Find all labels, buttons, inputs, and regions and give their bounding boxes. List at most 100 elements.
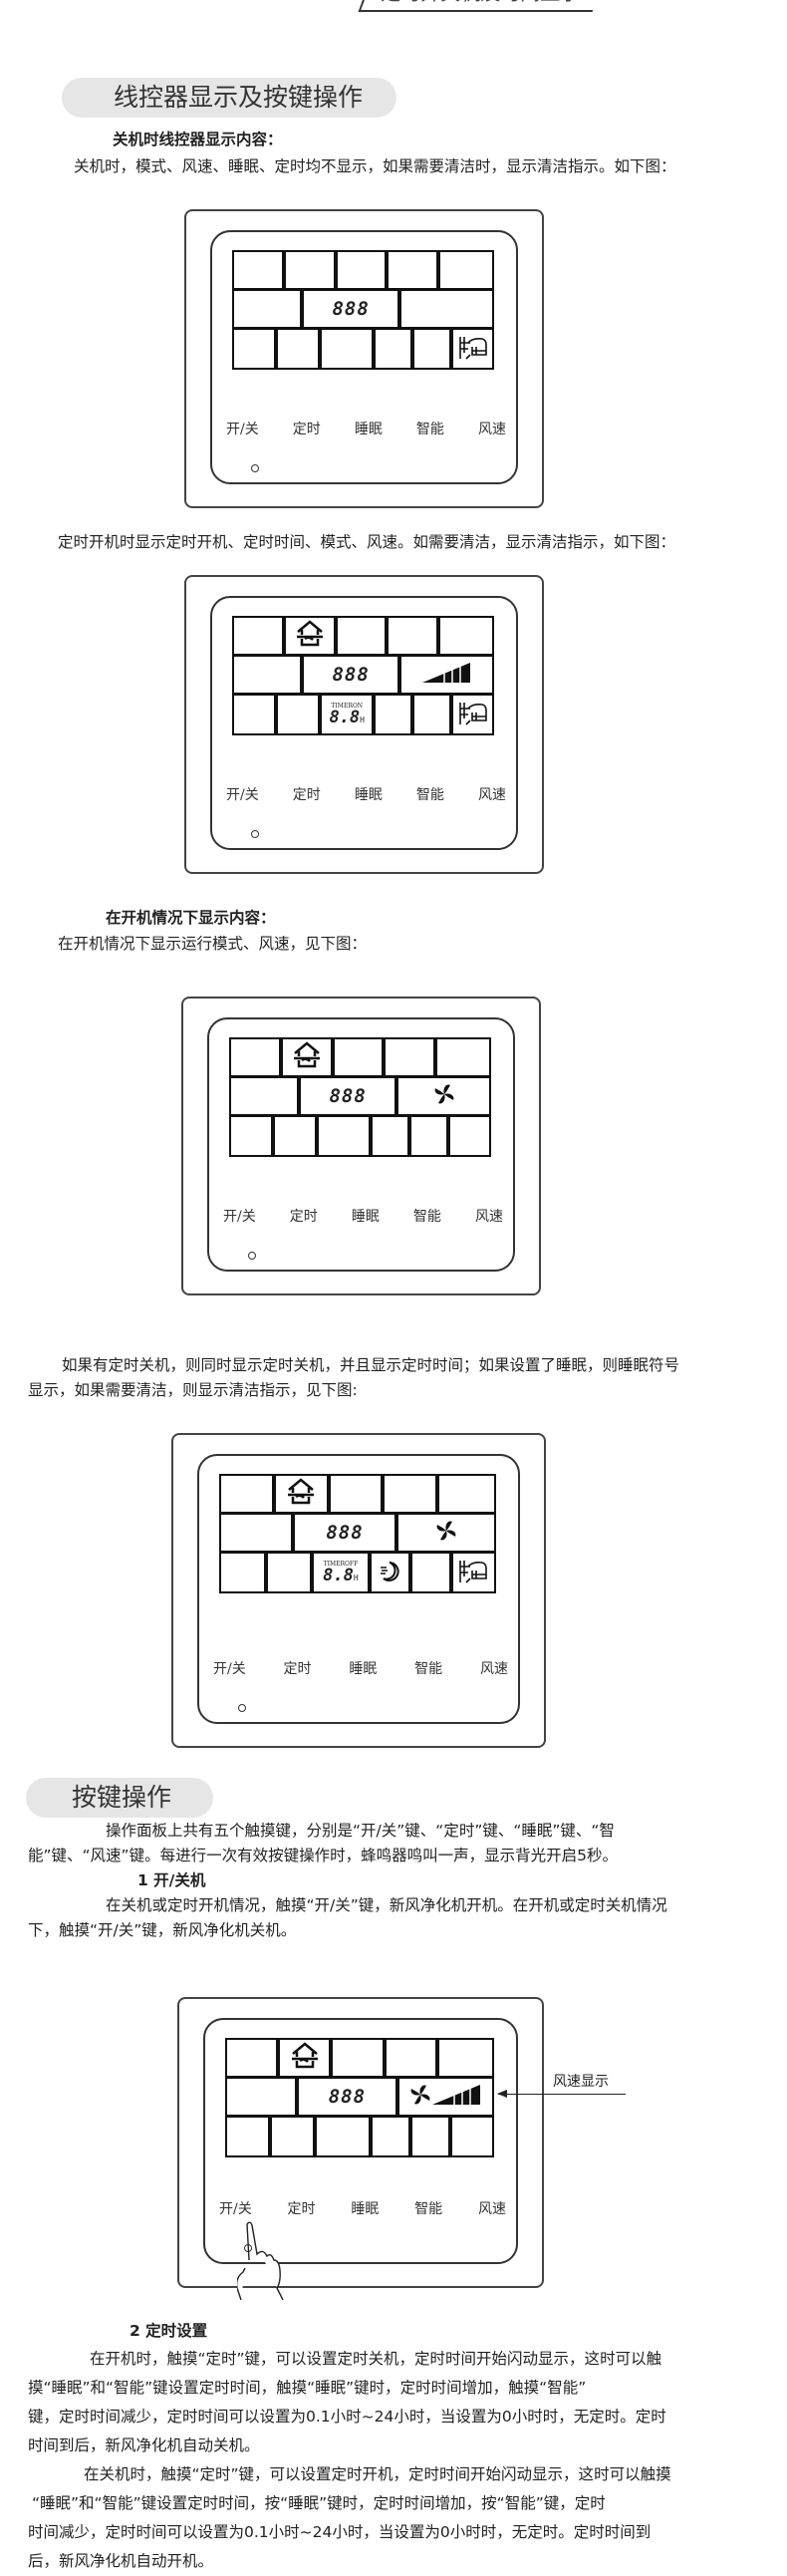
key-timer[interactable]: 定时	[292, 422, 321, 437]
lcd-cell: 888	[301, 1078, 399, 1114]
timer-line: 键，定时时间减少，定时时间可以设置为0.1小时~24小时，当设置为0小时时，无定…	[28, 2408, 666, 2426]
lcd-cell	[373, 1117, 412, 1156]
lcd-cell	[399, 2079, 492, 2115]
lcd-row	[221, 1476, 494, 1515]
lcd-cell	[439, 1476, 494, 1512]
lcd-cell	[373, 2118, 413, 2156]
lcd-cell	[286, 252, 338, 288]
lcd-cell: 888	[299, 2079, 399, 2115]
key-smart[interactable]: 智能	[412, 1209, 441, 1225]
lcd-row	[234, 330, 492, 369]
key-power[interactable]: 开/关	[226, 422, 259, 437]
key-timer[interactable]: 定时	[289, 1209, 318, 1225]
off-text: 关机时，模式、风速、睡眠、定时均不显示，如果需要清洁时，显示清洁指示。如下图：	[74, 157, 676, 175]
key-smart[interactable]: 智能	[415, 787, 444, 803]
key-smart[interactable]: 智能	[414, 2201, 443, 2217]
lcd-row	[231, 1117, 489, 1156]
timer-label-state: OFF	[345, 1561, 359, 1568]
lcd-cell: 888	[304, 291, 402, 327]
key-sleep[interactable]: 睡眠	[354, 422, 383, 437]
lcd-cell	[412, 1554, 453, 1592]
clean-icon	[458, 1559, 488, 1588]
lcd-cell	[398, 1078, 489, 1114]
lcd-cell	[275, 1117, 320, 1156]
top-banner: 定时开关机及时间显示	[358, 0, 604, 12]
key-fan-speed[interactable]: 风速	[477, 787, 506, 803]
sleep-icon	[378, 1560, 401, 1587]
key-power[interactable]: 开/关	[226, 787, 259, 803]
lcd-cell	[338, 252, 390, 288]
temperature-digits: 888	[329, 1085, 367, 1107]
key-timer[interactable]: 定时	[287, 2201, 316, 2217]
timer-line: 时间减少，定时时间可以设置为0.1小时~24小时，当设置为0小时时，无定时。定时…	[28, 2523, 652, 2541]
key-timer[interactable]: 定时	[292, 787, 321, 803]
timer-paragraphs: 在开机时，触摸“定时”键，可以设置定时关机，定时时间开始闪动显示，这时可以触摸“…	[28, 2345, 671, 2576]
lcd-cell	[234, 330, 279, 369]
clean-icon	[458, 701, 488, 730]
lcd-cell	[227, 2118, 273, 2156]
keys-intro-1: 操作面板上共有五个触摸键，分别是“开/关”键、“定时”键、“睡眠”键、“智	[106, 1822, 615, 1840]
lcd-cell	[234, 291, 304, 327]
keys-intro-2: 能”键、“风速”键。每进行一次有效按键操作时，蜂鸣器鸣叫一声，显示背光开启5秒。	[28, 1847, 618, 1864]
panel-face	[210, 596, 518, 850]
lcd-cell	[414, 696, 454, 734]
key-timer[interactable]: 定时	[283, 1661, 312, 1677]
lcd-cell	[335, 1039, 387, 1075]
key-fan-speed[interactable]: 风速	[477, 2201, 506, 2217]
lcd-cell	[286, 618, 338, 654]
key-sleep[interactable]: 睡眠	[354, 787, 383, 803]
lcd-row: 888	[221, 1515, 494, 1554]
key-fan-speed[interactable]: 风速	[477, 422, 506, 437]
key-smart[interactable]: 智能	[414, 1661, 443, 1677]
section-title-display: 线控器显示及按键操作	[62, 78, 396, 118]
temperature-digits: 888	[326, 1522, 364, 1544]
timer-digits: 8.8	[329, 708, 361, 727]
power-text-2: 下，触摸“开/关”键，新风净化机关机。	[28, 1921, 297, 1939]
key-smart[interactable]: 智能	[415, 422, 444, 437]
key-power[interactable]: 开/关	[219, 2201, 252, 2217]
key-sleep[interactable]: 睡眠	[351, 2201, 380, 2217]
timer-line: 后，新风净化机自动开机。	[28, 2552, 214, 2570]
lcd-row: 888	[234, 657, 492, 696]
wind-speed-annotation: 风速显示	[553, 2074, 609, 2090]
key-power[interactable]: 开/关	[223, 1209, 256, 1225]
home-icon	[288, 2041, 322, 2075]
button-labels: 开/关 定时 睡眠 智能 风速	[226, 419, 506, 438]
pointing-hand-icon	[235, 2220, 285, 2304]
lcd-cell	[389, 252, 441, 288]
timer-label-word: TIMER	[331, 703, 353, 710]
fan-icon	[408, 2083, 432, 2111]
lcd-display: 888	[225, 2038, 494, 2157]
lcd-cell	[283, 1039, 335, 1075]
lcd-cell	[440, 252, 492, 288]
power-indicator-led	[238, 1704, 246, 1712]
on-text: 在开机情况下显示运行模式、风速，见下图：	[58, 935, 368, 953]
lcd-cell: 888	[295, 1515, 399, 1551]
lcd-cell	[398, 1515, 494, 1551]
key-fan-speed[interactable]: 风速	[474, 1209, 503, 1225]
lcd-cell	[411, 1117, 451, 1156]
lcd-cell	[278, 330, 323, 369]
key-fan-speed[interactable]: 风速	[479, 1661, 508, 1677]
key-power[interactable]: 开/关	[213, 1661, 246, 1677]
home-icon	[290, 1040, 324, 1074]
panel-face	[207, 1017, 515, 1272]
lcd-row	[234, 618, 492, 657]
lcd-cell	[439, 2040, 492, 2076]
lcd-cell	[401, 657, 492, 693]
key-sleep[interactable]: 睡眠	[351, 1209, 380, 1225]
lcd-display: 888	[229, 1037, 491, 1157]
power-text-1: 在关机或定时开机情况，触摸“开/关”键，新风净化机开机。在开机或定时关机情况	[106, 1896, 667, 1914]
key-sleep[interactable]: 睡眠	[349, 1661, 378, 1677]
panel-face	[210, 230, 518, 484]
lcd-cell	[338, 618, 390, 654]
timer-line: 时间到后，新风净化机自动关机。	[28, 2436, 260, 2454]
power-heading: 1 开/关机	[137, 1871, 206, 1889]
timer-value: 8.8H	[329, 710, 365, 726]
lcd-cell	[437, 1039, 489, 1075]
lcd-cell	[221, 1476, 276, 1512]
